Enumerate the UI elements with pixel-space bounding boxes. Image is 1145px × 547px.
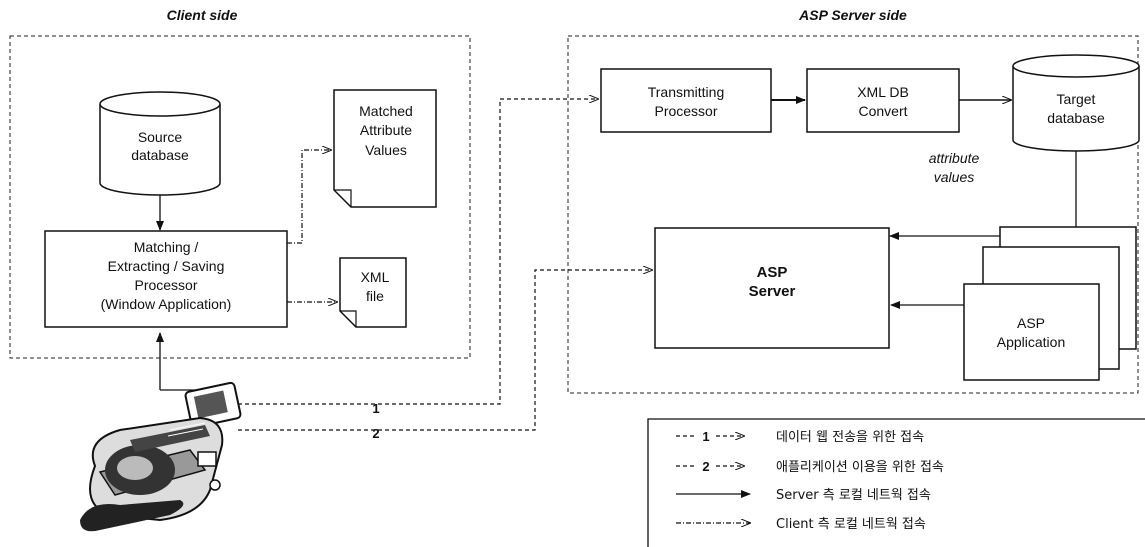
attribute-values-label-2: values — [934, 169, 974, 185]
asp-application-label-1: ASP — [1017, 315, 1045, 331]
xml-convert-label-1: XML DB — [857, 84, 909, 100]
legend-item-3: Server 측 로컬 네트웍 접속 — [676, 488, 931, 503]
server-side-region — [567, 35, 1139, 394]
processor-to-matched-arrow — [287, 150, 331, 244]
source-database-label-2: database — [131, 147, 189, 163]
server-side-title: ASP Server side — [798, 7, 907, 23]
transmitting-processor-box: Transmitting Processor — [600, 68, 772, 133]
source-database-label-1: Source — [138, 129, 183, 145]
legend-marker-1: 1 — [702, 429, 709, 444]
legend-text-4: Client 측 로컬 네트웍 접속 — [776, 517, 926, 532]
legend-item-2: 2 애플리케이션 이용을 위한 접속 — [676, 459, 944, 475]
xml-db-convert-box: XML DB Convert — [806, 68, 960, 133]
legend-text-1: 데이터 웹 전송을 위한 접속 — [776, 430, 924, 445]
transmitting-label-1: Transmitting — [648, 84, 725, 100]
target-database-label-1: Target — [1057, 91, 1096, 107]
transmitting-label-2: Processor — [654, 103, 717, 119]
asp-server-box: ASP Server — [654, 227, 890, 349]
xml-file-label-1: XML — [361, 269, 390, 285]
matched-label-1: Matched — [359, 103, 413, 119]
legend-item-4: Client 측 로컬 네트웍 접속 — [676, 517, 926, 532]
processor-label-4: (Window Application) — [101, 296, 232, 312]
legend-text-3: Server 측 로컬 네트웍 접속 — [776, 488, 931, 503]
matched-attribute-values-document: Matched Attribute Values — [333, 89, 437, 208]
processor-label-1: Matching / — [134, 239, 199, 255]
legend: 1 데이터 웹 전송을 위한 접속 2 애플리케이션 이용을 위한 접속 Ser… — [647, 418, 1145, 547]
asp-server-label-2: Server — [749, 283, 796, 300]
client-side-region — [9, 35, 471, 359]
target-database-label-2: database — [1047, 110, 1105, 126]
legend-text-2: 애플리케이션 이용을 위한 접속 — [776, 460, 944, 475]
asp-application-stack: ASP Application — [963, 226, 1137, 381]
processor-label-2: Extracting / Saving — [108, 258, 225, 274]
legend-border — [647, 418, 1145, 547]
xml-file-document: XML file — [339, 257, 407, 328]
asp-server-label-1: ASP — [757, 264, 788, 281]
connection-2-label: 2 — [372, 426, 379, 441]
legend-item-1: 1 데이터 웹 전송을 위한 접속 — [676, 429, 924, 445]
connection-2-line — [238, 270, 652, 431]
processor-label-3: Processor — [134, 277, 197, 293]
matching-processor-box: Matching / Extracting / Saving Processor… — [44, 230, 288, 328]
matched-label-2: Attribute — [360, 122, 412, 138]
client-side-title: Client side — [167, 7, 238, 23]
target-to-asp-server-arrow — [889, 151, 1077, 240]
xml-convert-label-2: Convert — [858, 103, 907, 119]
connection-1-label: 1 — [372, 401, 379, 416]
connection-1-line — [238, 99, 598, 405]
matched-label-3: Values — [365, 142, 407, 158]
xml-file-label-2: file — [366, 288, 384, 304]
workstation-icon — [80, 381, 242, 532]
legend-marker-2: 2 — [702, 459, 709, 474]
target-database: Target database — [1012, 54, 1140, 152]
source-database: Source database — [99, 91, 221, 196]
attribute-values-label-1: attribute — [929, 150, 980, 166]
asp-application-label-2: Application — [997, 334, 1066, 350]
